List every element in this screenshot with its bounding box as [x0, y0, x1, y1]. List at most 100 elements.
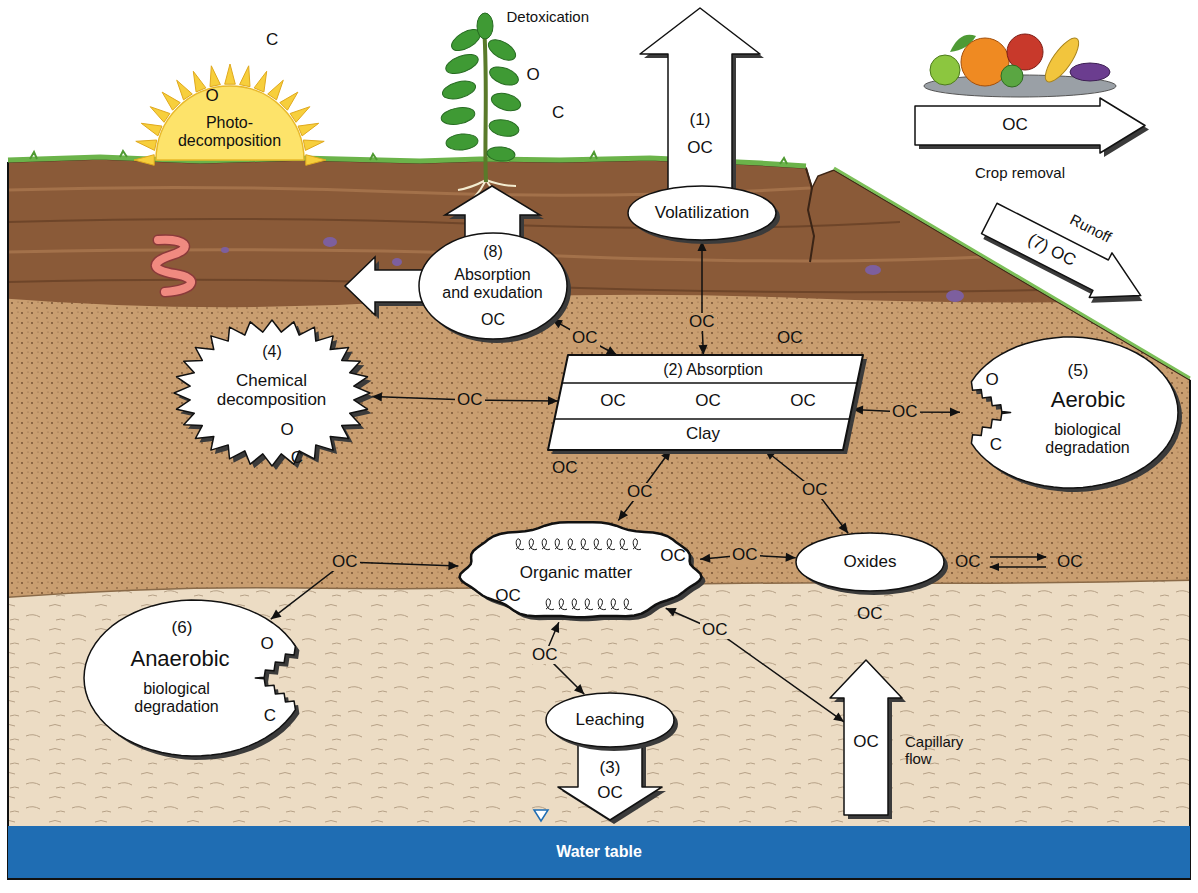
node-text: OC — [1002, 115, 1029, 135]
shape-outline — [225, 64, 236, 84]
node-text: Volatilization — [654, 203, 750, 223]
organic-coil — [581, 539, 589, 550]
shape-outline — [298, 123, 319, 136]
arrow-head — [618, 510, 628, 521]
arrow-head — [833, 712, 844, 721]
connector-line — [666, 608, 844, 722]
connector-label: OC — [570, 329, 600, 348]
plant-drawing — [487, 63, 521, 88]
node-text: OC — [495, 586, 522, 606]
organic-coil — [516, 539, 524, 550]
free-label: O — [527, 65, 540, 85]
connector-label: OC — [890, 403, 920, 422]
node-text: (4) — [262, 343, 283, 361]
connector-arrow — [698, 241, 708, 355]
shape-outline — [306, 155, 326, 166]
exchange-arrows — [990, 556, 1046, 558]
flow-arrow: (1) OC — [640, 8, 760, 198]
soil-layers — [0, 150, 1198, 850]
grass — [8, 151, 1190, 378]
earthworm — [156, 240, 191, 292]
stones — [221, 237, 964, 302]
node-text: Clay — [686, 424, 721, 444]
node-text: Water table — [556, 843, 643, 861]
plant-drawing — [489, 90, 522, 113]
shape-outline — [193, 71, 206, 92]
node-text: OC — [660, 546, 687, 566]
node-text: biological degradation — [1028, 421, 1148, 458]
earthworm — [156, 240, 191, 292]
node-text: OC — [790, 391, 817, 411]
stones — [221, 247, 229, 253]
node-text: C — [990, 435, 1003, 455]
organic-coil — [620, 539, 628, 550]
arrow-head — [666, 608, 677, 616]
exchange-arrows — [990, 557, 1046, 567]
connector-line — [271, 562, 459, 619]
connector-line — [552, 319, 617, 355]
flow-arrow: Runoff(7) OC — [978, 196, 1152, 318]
stones — [392, 258, 402, 266]
arrow-head — [950, 408, 960, 417]
connector-label: OC — [455, 391, 485, 410]
plant-drawing — [445, 133, 478, 152]
plant-drawing — [488, 118, 520, 139]
node-text: OC — [687, 138, 714, 158]
connector-arrow — [552, 319, 617, 355]
outside-label: C — [291, 448, 304, 468]
node-text: (1) — [689, 110, 711, 130]
node-text: Absorption and exudation — [440, 266, 546, 303]
arrow-head — [548, 396, 558, 405]
shape-outline — [303, 140, 324, 150]
node-text: (6) — [171, 618, 193, 638]
shape-outline — [460, 522, 702, 617]
connector-label: OC — [730, 546, 760, 565]
arrow-head — [551, 622, 559, 633]
shape-outline — [830, 660, 902, 815]
ground-outline — [8, 162, 1190, 880]
shape-outline — [419, 233, 567, 339]
free-label: C — [552, 103, 564, 123]
flow-arrow: OCCapillary flow — [830, 660, 902, 815]
node-text: Oxides — [843, 552, 897, 572]
node-text: Photo-decomposition — [170, 114, 290, 151]
plant-drawing — [440, 105, 476, 127]
organic-coil — [555, 539, 563, 550]
water-table-band: Water table — [8, 826, 1190, 878]
organic-coil — [542, 539, 550, 550]
degradation-shape: (6)Anaerobicbiological degradationOC — [82, 598, 307, 758]
free-label: OC — [1057, 552, 1083, 572]
process-ellipse: Oxides — [795, 532, 945, 592]
free-label: OC — [777, 328, 803, 348]
arrow-head — [838, 523, 848, 534]
plant-drawing — [486, 146, 515, 162]
node-text: OC — [600, 391, 627, 411]
stones — [946, 290, 964, 302]
arrow-head — [606, 346, 617, 355]
node-outline — [915, 98, 1145, 153]
shape-outline — [548, 355, 863, 450]
free-label: C — [266, 30, 278, 50]
shape-outline — [174, 320, 370, 466]
node-text: (8) — [483, 243, 504, 261]
node-text: (3) — [599, 758, 621, 778]
plant-drawing — [485, 36, 519, 65]
harvested-crops — [1070, 63, 1110, 81]
organic-coil — [624, 599, 632, 610]
connector-label: OC — [700, 621, 730, 640]
connector-line — [765, 450, 848, 533]
shape-outline — [628, 186, 776, 240]
sun-shape: O Photo-decomposition — [130, 60, 330, 160]
node-text: C — [264, 706, 277, 726]
node-text: O — [205, 86, 219, 106]
shape-outline — [640, 8, 760, 198]
shape-outline — [240, 66, 250, 87]
connector-line — [618, 450, 670, 521]
process-ellipse: (8)Absorption and exudationOC — [418, 232, 568, 340]
organic-coil — [546, 599, 554, 610]
organic-coil — [529, 539, 537, 550]
ground-outline — [806, 168, 814, 262]
uptake-arrows — [345, 257, 430, 315]
